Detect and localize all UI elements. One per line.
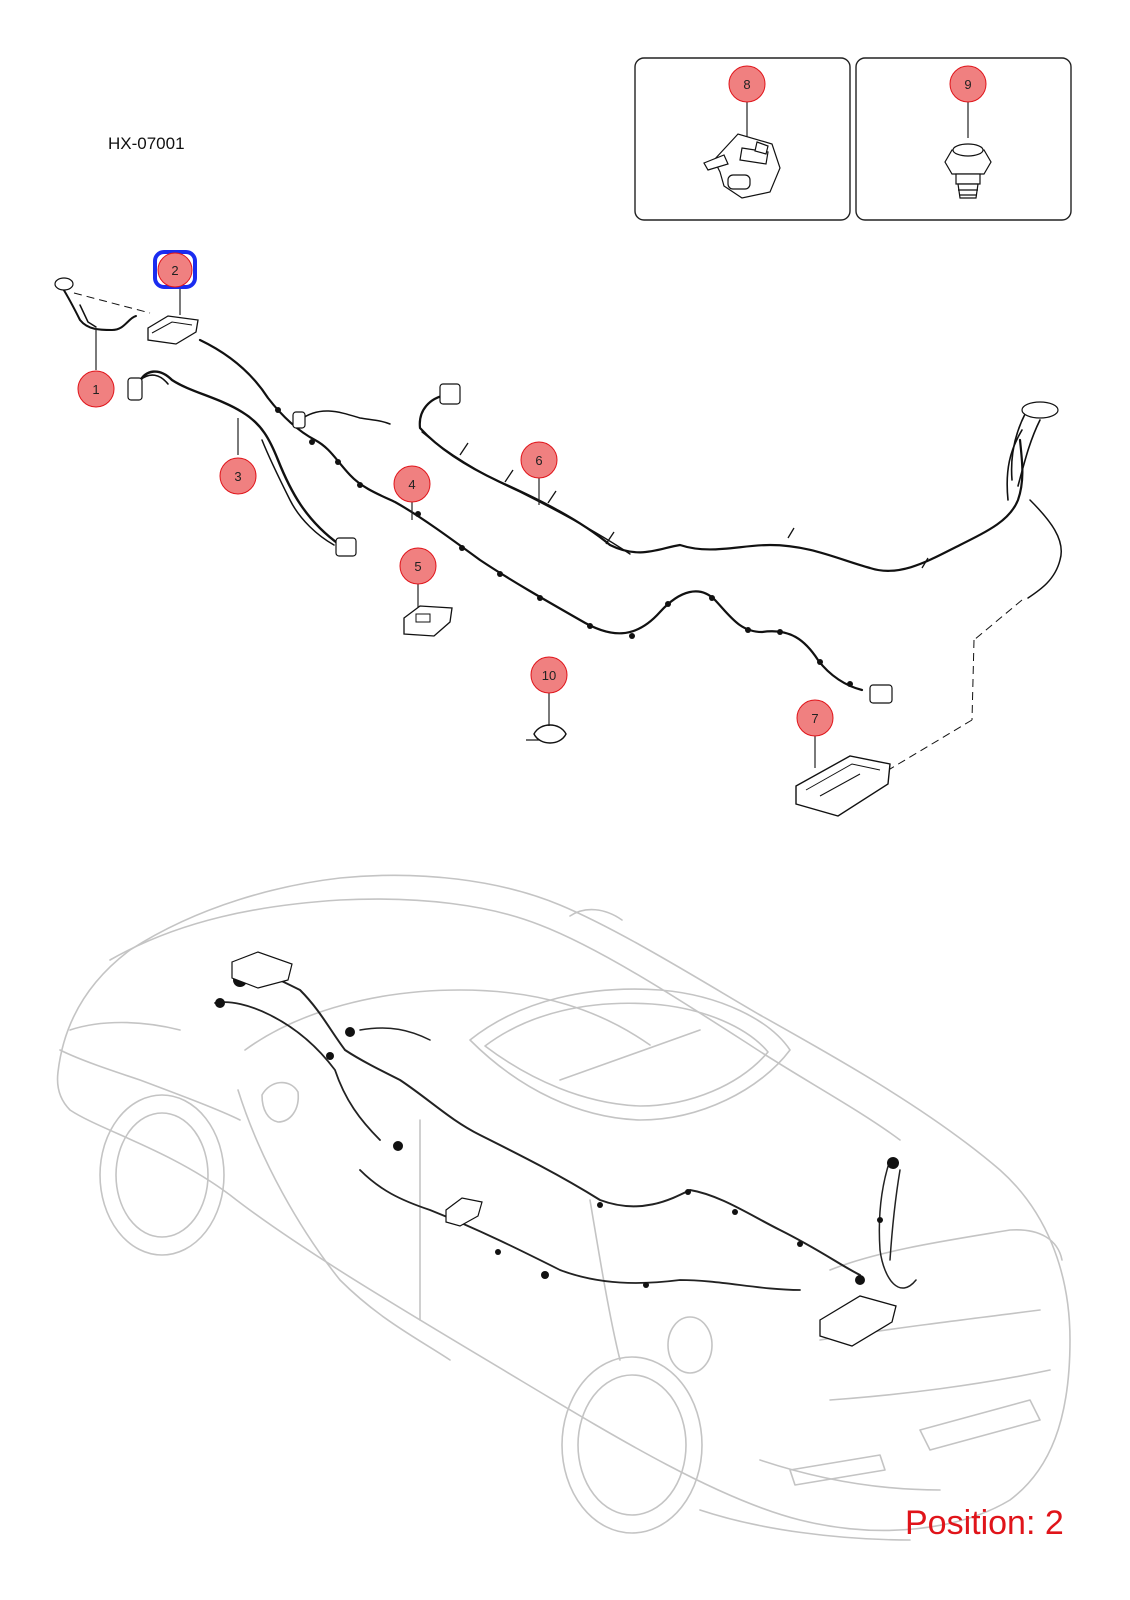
part-7-module-and-harness [795, 401, 1062, 817]
part-4-harness [198, 338, 893, 704]
part-10-clip [526, 692, 567, 744]
part-2-module [147, 287, 199, 345]
svg-text:5: 5 [414, 559, 421, 574]
svg-text:4: 4 [408, 477, 415, 492]
callout-2[interactable]: 2 [153, 250, 197, 289]
position-label: Position: 2 [905, 1504, 1064, 1542]
part-3-harness [127, 370, 357, 557]
callout-8[interactable]: 8 [728, 65, 766, 103]
callout-4[interactable]: 4 [393, 465, 431, 503]
installed-harness [214, 951, 917, 1347]
callout-1[interactable]: 1 [77, 370, 115, 408]
svg-text:1: 1 [92, 382, 99, 397]
detail-inset-8 [634, 57, 851, 221]
svg-text:9: 9 [964, 77, 971, 92]
callout-5[interactable]: 5 [399, 547, 437, 585]
detail-inset-9 [855, 57, 1072, 221]
svg-text:6: 6 [535, 453, 542, 468]
callout-3[interactable]: 3 [219, 457, 257, 495]
callout-9[interactable]: 9 [949, 65, 987, 103]
callout-6[interactable]: 6 [520, 441, 558, 479]
vehicle-outline-view [56, 874, 1071, 1541]
exploded-harness-view [54, 277, 1062, 817]
svg-text:10: 10 [542, 668, 556, 683]
svg-text:3: 3 [234, 469, 241, 484]
callout-7[interactable]: 7 [796, 699, 834, 737]
svg-text:8: 8 [743, 77, 750, 92]
svg-text:2: 2 [171, 263, 178, 278]
diagram-code: HX-07001 [108, 134, 185, 153]
part-6-harness [418, 383, 1024, 572]
part-1-harness [54, 277, 151, 370]
callout-10[interactable]: 10 [530, 656, 568, 694]
svg-text:7: 7 [811, 711, 818, 726]
